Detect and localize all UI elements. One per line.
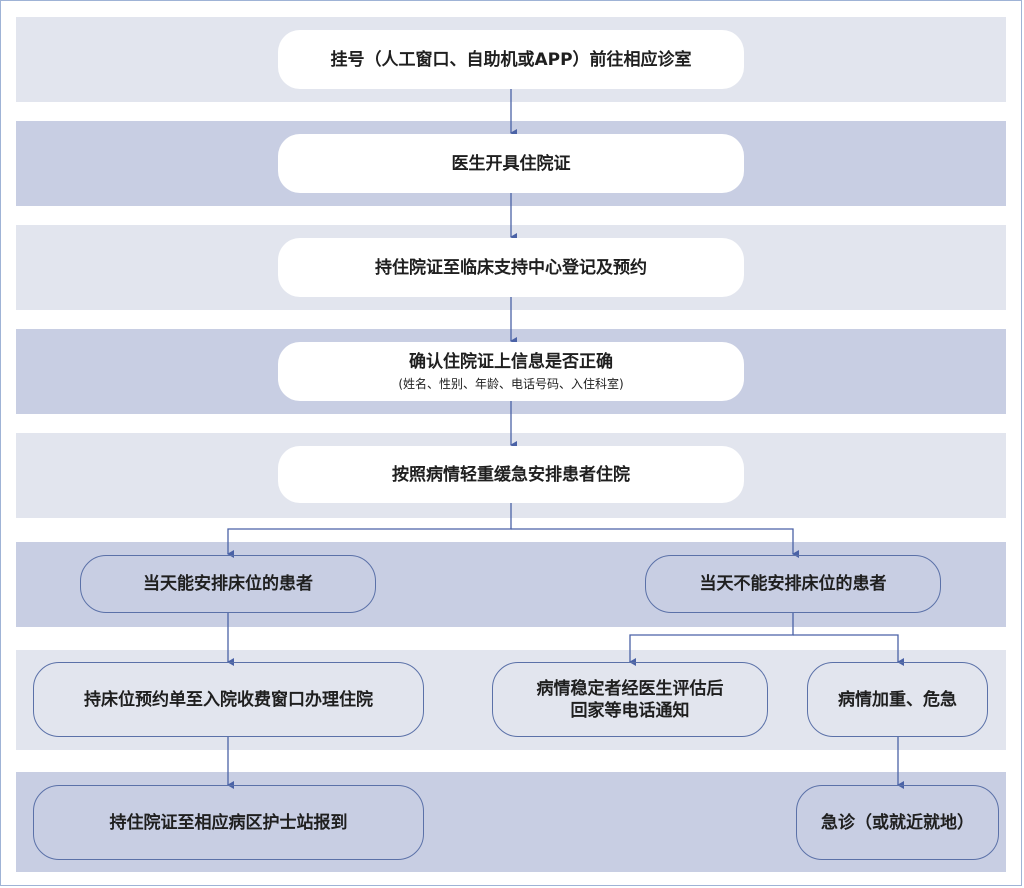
step-emergency-label: 急诊（或就近就地）	[821, 812, 974, 833]
step-condition-worsens-label: 病情加重、危急	[838, 689, 957, 710]
step-register-label: 挂号（人工窗口、自助机或APP）前往相应诊室	[330, 49, 692, 70]
step-stable-wait-call: 病情稳定者经医生评估后 回家等电话通知	[492, 662, 768, 737]
step-arrange-admission: 按照病情轻重缓急安排患者住院	[278, 446, 744, 503]
arrow-right-to-stable	[629, 613, 794, 666]
step-clinical-support-center-label: 持住院证至临床支持中心登记及预约	[375, 257, 647, 278]
arrow-step5-right-branch	[511, 528, 799, 558]
arrow-right-to-urgent	[793, 634, 904, 666]
step-admission-payment: 持床位预约单至入院收费窗口办理住院	[33, 662, 424, 737]
step-stable-wait-call-line2: 回家等电话通知	[570, 700, 690, 721]
step-confirm-info-note: (姓名、性别、年龄、电话号码、入住科室)	[398, 377, 624, 391]
step-arrange-admission-label: 按照病情轻重缓急安排患者住院	[392, 464, 630, 485]
arrow-step5-left-branch	[227, 503, 512, 558]
row-band-8	[16, 772, 1006, 872]
step-admission-certificate: 医生开具住院证	[278, 134, 744, 193]
step-clinical-support-center: 持住院证至临床支持中心登记及预约	[278, 238, 744, 297]
branch-bed-unavailable-label: 当天不能安排床位的患者	[699, 574, 887, 594]
branch-bed-available-label: 当天能安排床位的患者	[143, 574, 313, 594]
step-report-nurse-station-label: 持住院证至相应病区护士站报到	[109, 812, 348, 833]
step-report-nurse-station: 持住院证至相应病区护士站报到	[33, 785, 424, 860]
step-confirm-info-label: 确认住院证上信息是否正确	[409, 352, 613, 372]
step-confirm-info: 确认住院证上信息是否正确 (姓名、性别、年龄、电话号码、入住科室)	[278, 342, 744, 401]
step-stable-wait-call-line1: 病情稳定者经医生评估后	[536, 678, 724, 699]
step-admission-payment-label: 持床位预约单至入院收费窗口办理住院	[84, 689, 373, 710]
step-emergency: 急诊（或就近就地）	[796, 785, 999, 860]
step-register: 挂号（人工窗口、自助机或APP）前往相应诊室	[278, 30, 744, 89]
branch-bed-unavailable: 当天不能安排床位的患者	[645, 555, 941, 613]
step-admission-certificate-label: 医生开具住院证	[451, 153, 571, 174]
step-condition-worsens: 病情加重、危急	[807, 662, 988, 737]
branch-bed-available: 当天能安排床位的患者	[80, 555, 376, 613]
